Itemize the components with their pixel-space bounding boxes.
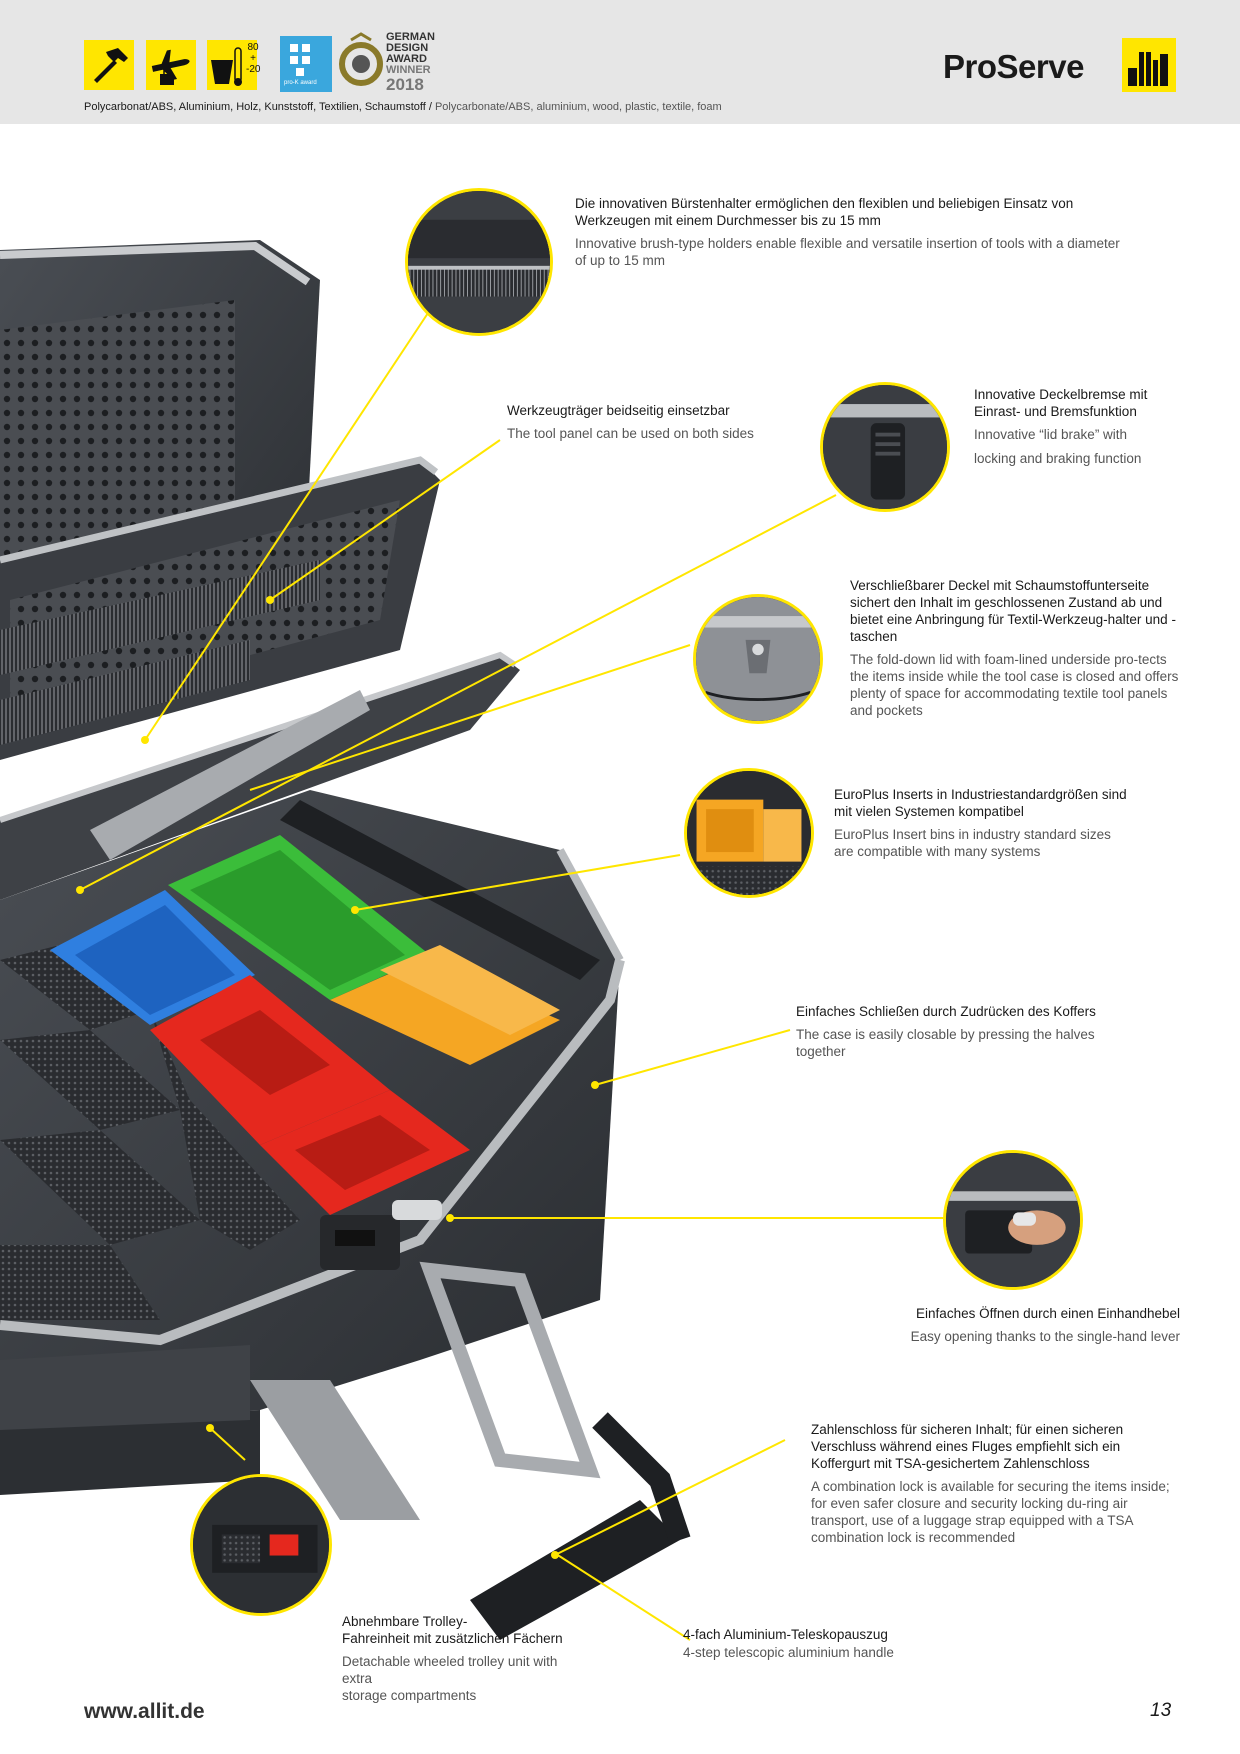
temperature-bottom: -20 xyxy=(246,64,261,75)
callout-lid-brake-de1: Innovative Deckelbremse mit xyxy=(974,387,1148,402)
callout-opening-en: Easy opening thanks to the single-hand l… xyxy=(910,1329,1180,1344)
callout-closing: Einfaches Schließen durch Zudrücken des … xyxy=(796,1003,1146,1060)
callout-lock-de: Zahlenschloss für sicheren Inhalt; für e… xyxy=(811,1422,1124,1471)
callout-brush-de: Die innovativen Bürstenhalter ermögliche… xyxy=(575,196,1074,228)
airplane-luggage-icon xyxy=(146,40,196,90)
callout-trolley-de1: Abnehmbare Trolley- xyxy=(342,1614,468,1629)
callout-lid-brake-en1: Innovative “lid brake” with xyxy=(974,427,1128,442)
design-award-line3: AWARD xyxy=(386,53,427,65)
callout-brush-holders: Die innovativen Bürstenhalter ermögliche… xyxy=(575,195,1120,269)
callout-handle-en: 4-step telescopic aluminium handle xyxy=(683,1645,894,1660)
german-design-award-badge: GERMAN DESIGN AWARD WINNER 2018 xyxy=(338,32,442,94)
allit-logo xyxy=(1122,38,1176,92)
callout-panel-en: The tool panel can be used on both sides xyxy=(507,426,754,441)
temperature-mid: + xyxy=(250,53,256,64)
handle-grip xyxy=(470,1500,680,1640)
page-header: 80 + -20 pro-K award GERMAN DESIGN AWARD… xyxy=(0,0,1240,124)
callout-telescopic-handle: 4-fach Aluminium-Teleskopauszug 4-step t… xyxy=(683,1626,983,1661)
callout-panel-de: Werkzeugträger beidseitig einsetzbar xyxy=(507,403,730,418)
website-link[interactable]: www.allit.de xyxy=(84,1700,205,1723)
brush-holder-detail xyxy=(405,188,553,336)
lid-brake-detail xyxy=(820,382,950,512)
design-award-text: GERMAN DESIGN AWARD WINNER 2018 xyxy=(386,32,435,94)
callout-fold-lid-en: The fold-down lid with foam-lined unders… xyxy=(850,652,1179,718)
callout-combination-lock: Zahlenschloss für sicheren Inhalt; für e… xyxy=(811,1421,1171,1546)
callout-brush-en: Innovative brush-type holders enable fle… xyxy=(575,236,1120,268)
callout-closing-de: Einfaches Schließen durch Zudrücken des … xyxy=(796,1004,1096,1019)
single-hand-lever-detail xyxy=(943,1150,1083,1290)
design-award-line2: DESIGN xyxy=(386,42,429,54)
materials-en: Polycarbonate/ABS, aluminium, wood, plas… xyxy=(434,101,722,113)
design-award-line4: WINNER xyxy=(386,64,431,76)
callout-closing-en: The case is easily closable by pressing … xyxy=(796,1027,1095,1059)
materials-separator: / xyxy=(425,101,435,113)
materials-line: Polycarbonat/ABS, Aluminium, Holz, Kunst… xyxy=(84,101,722,113)
callout-fold-down-lid: Verschließbarer Deckel mit Schaumstoffun… xyxy=(850,577,1180,719)
callout-fold-lid-de: Verschließbarer Deckel mit Schaumstoffun… xyxy=(850,578,1176,644)
callout-lock-en: A combination lock is available for secu… xyxy=(811,1479,1170,1545)
callout-lid-brake-en2: locking and braking function xyxy=(974,451,1142,466)
brand-title: ProServe xyxy=(943,48,1084,85)
opening-lever xyxy=(392,1200,442,1220)
callout-trolley-en2: extra xyxy=(342,1671,373,1686)
temperature-labels: 80 + -20 xyxy=(246,42,260,75)
page-number: 13 xyxy=(1150,1700,1172,1721)
callout-trolley-en3: storage compartments xyxy=(342,1688,477,1703)
tool-case-illustration xyxy=(0,240,945,1641)
design-award-year: 2018 xyxy=(386,75,424,94)
trolley-unit xyxy=(0,1410,260,1495)
case-rim xyxy=(0,958,625,1346)
callout-lid-brake-de2: Einrast- und Bremsfunktion xyxy=(974,404,1137,419)
callout-leaders xyxy=(79,309,945,1641)
callout-handle-de: 4-fach Aluminium-Teleskopauszug xyxy=(683,1627,888,1642)
telescopic-handle xyxy=(419,1261,601,1479)
pro-k-award-badge: pro-K award xyxy=(280,36,332,92)
fold-lid-detail xyxy=(693,594,823,724)
trolley-unit-detail xyxy=(190,1474,332,1616)
callout-europlus-en: EuroPlus Insert bins in industry standar… xyxy=(834,827,1111,859)
callout-trolley-en1: Detachable wheeled trolley unit with xyxy=(342,1654,558,1669)
callout-trolley-de2: Fahreinheit mit zusätzlichen Fächern xyxy=(342,1631,563,1646)
hammer-icon xyxy=(84,40,134,90)
brush-holder-strip xyxy=(0,560,320,675)
pro-k-award-label: pro-K award xyxy=(284,80,317,86)
design-award-line1: GERMAN xyxy=(386,31,435,43)
temperature-top: 80 xyxy=(247,42,259,53)
callout-opening-de: Einfaches Öffnen durch einen Einhandhebe… xyxy=(916,1306,1180,1321)
orange-bin xyxy=(330,960,560,1065)
callout-europlus: EuroPlus Inserts in Industriestandardgrö… xyxy=(834,786,1134,860)
callout-trolley: Abnehmbare Trolley- Fahreinheit mit zusä… xyxy=(342,1613,602,1704)
callout-tool-panel: Werkzeugträger beidseitig einsetzbar The… xyxy=(507,402,807,442)
award-medal-icon xyxy=(339,32,383,86)
callout-europlus-de: EuroPlus Inserts in Industriestandardgrö… xyxy=(834,787,1127,819)
callout-opening: Einfaches Öffnen durch einen Einhandhebe… xyxy=(850,1305,1180,1345)
temperature-range-icon xyxy=(207,40,257,90)
materials-de: Polycarbonat/ABS, Aluminium, Holz, Kunst… xyxy=(84,101,426,113)
callout-lid-brake: Innovative Deckelbremse mit Einrast- und… xyxy=(974,386,1194,471)
europlus-bins-detail xyxy=(684,768,814,898)
